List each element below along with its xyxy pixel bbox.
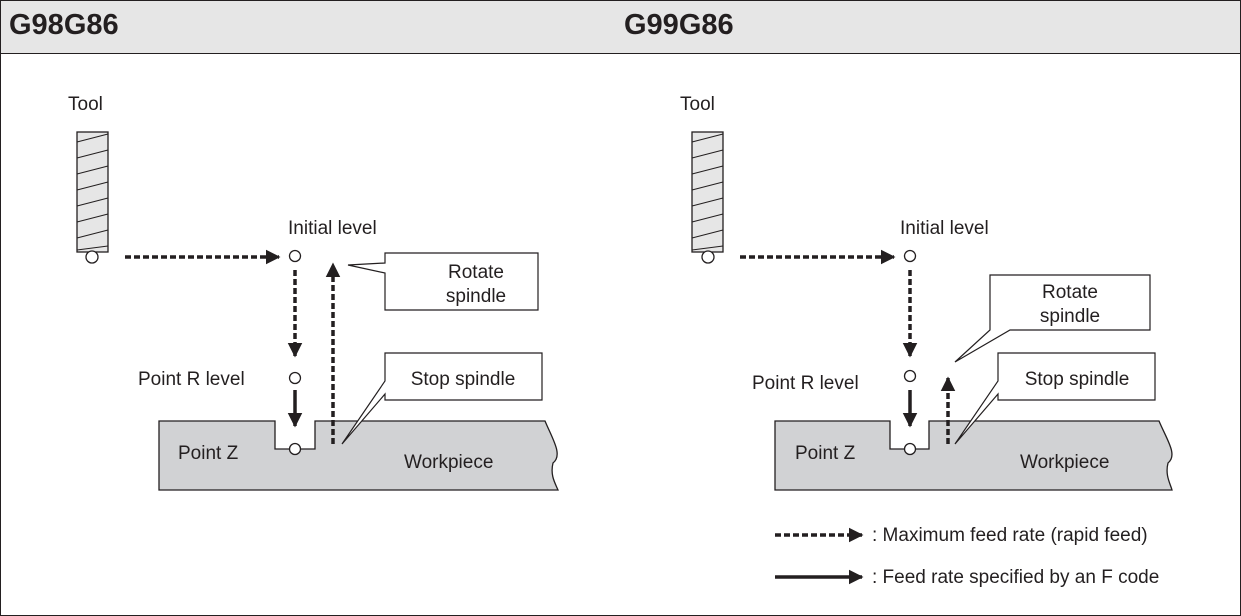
point-z — [288, 442, 302, 456]
initial-level-point — [288, 249, 302, 263]
tool-label: Tool — [68, 94, 103, 115]
stop-spindle-callout — [341, 352, 543, 445]
point-r — [903, 369, 917, 383]
point-z — [903, 442, 917, 456]
workpiece-shape — [774, 420, 1173, 491]
point-r-label: Point R level — [138, 369, 245, 390]
rotate-spindle-line2: spindle — [446, 286, 506, 307]
tool-label: Tool — [680, 94, 715, 115]
header-bar: G98G86 G99G86 — [1, 1, 1240, 54]
stop-spindle-label: Stop spindle — [1025, 369, 1130, 390]
stop-spindle-callout — [954, 352, 1156, 445]
initial-level-label: Initial level — [900, 218, 989, 239]
rotate-spindle-line1: Rotate — [448, 262, 504, 283]
initial-level-point — [903, 249, 917, 263]
panel-g98g86: Tool Initial level Point R level — [68, 94, 559, 491]
initial-level-label: Initial level — [288, 218, 377, 239]
rotate-spindle-callout — [347, 252, 539, 311]
stop-spindle-label: Stop spindle — [411, 369, 516, 390]
tool-icon — [691, 131, 724, 264]
workpiece-shape — [158, 420, 559, 491]
panel-g99g86: Tool Initial level Point R level — [680, 94, 1173, 491]
point-r — [288, 371, 302, 385]
workpiece-label: Workpiece — [404, 452, 493, 473]
point-r-label: Point R level — [752, 373, 859, 394]
panel-title-g99g86: G99G86 — [624, 9, 734, 41]
legend-feed-label: : Feed rate specified by an F code — [872, 567, 1159, 588]
panel-title-g98g86: G98G86 — [9, 9, 119, 41]
rotate-spindle-callout — [954, 274, 1151, 363]
legend-rapid-label: : Maximum feed rate (rapid feed) — [872, 525, 1148, 546]
tool-icon — [76, 131, 109, 264]
rotate-spindle-line1: Rotate — [1042, 282, 1098, 303]
workpiece-label: Workpiece — [1020, 452, 1109, 473]
point-z-label: Point Z — [795, 443, 856, 464]
legend: : Maximum feed rate (rapid feed) : Feed … — [775, 525, 1159, 588]
point-z-label: Point Z — [178, 443, 239, 464]
rotate-spindle-line2: spindle — [1040, 306, 1100, 327]
